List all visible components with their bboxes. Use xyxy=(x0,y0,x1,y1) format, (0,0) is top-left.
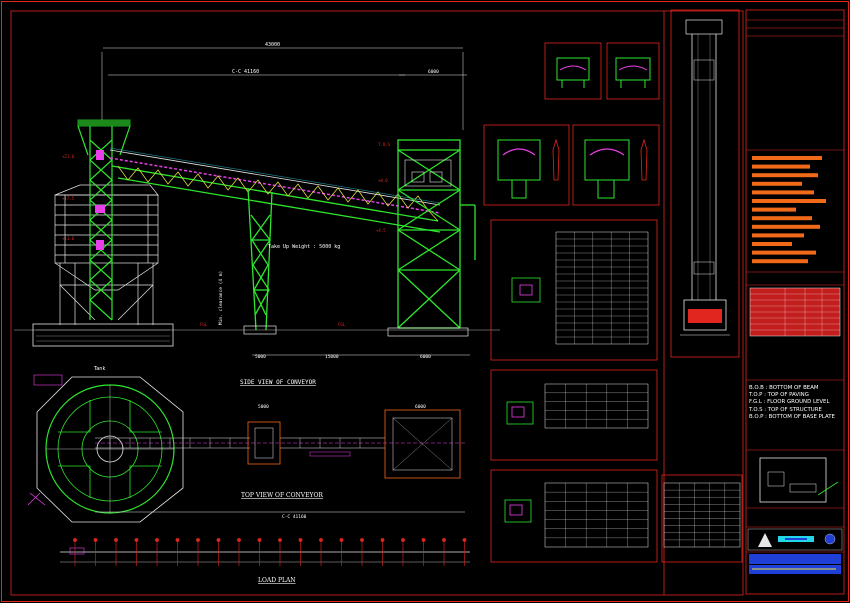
svg-text:43000: 43000 xyxy=(265,42,280,48)
section-aa xyxy=(544,42,602,100)
tail-tower xyxy=(397,139,476,329)
abbrev-top: T.O.P : TOP OF PAVING xyxy=(749,392,809,399)
svg-text:+21.0: +21.0 xyxy=(62,154,75,159)
top-view-title: TOP VIEW OF CONVEYOR xyxy=(241,492,323,499)
section-bb xyxy=(606,42,660,100)
svg-text:+4.5: +4.5 xyxy=(376,228,386,233)
svg-text:FGL: FGL xyxy=(200,322,208,327)
side-view: 43000 C-C 41160 6000 xyxy=(14,42,500,360)
tank-label: Tank xyxy=(93,366,105,372)
table-box-1 xyxy=(490,219,658,361)
abbrev-bob: B.O.B : BOTTOM OF BEAM xyxy=(749,385,819,391)
inner-border xyxy=(10,10,744,596)
logo-strip xyxy=(747,528,843,574)
svg-text:5000: 5000 xyxy=(258,404,269,410)
svg-text:+11.0: +11.0 xyxy=(62,236,75,241)
load-plan-title: LOAD PLAN xyxy=(258,577,296,584)
svg-text:Take Up Weight : 5000 kg: Take Up Weight : 5000 kg xyxy=(268,244,340,250)
side-view-title: SIDE VIEW OF CONVEYOR xyxy=(240,379,316,386)
general-notes xyxy=(752,156,826,264)
svg-text:+17.5: +17.5 xyxy=(62,196,75,201)
vertical-elevation xyxy=(670,9,740,358)
svg-text:5000: 5000 xyxy=(255,354,266,360)
north-arrow-icon xyxy=(27,492,46,506)
svg-text:Min. clearance (4 m): Min. clearance (4 m) xyxy=(218,271,224,325)
table-box-4 xyxy=(661,474,743,563)
svg-text:15000: 15000 xyxy=(325,354,339,360)
trestle xyxy=(247,187,273,331)
spec-box xyxy=(749,287,841,337)
table-box-2 xyxy=(490,369,658,461)
foundation xyxy=(32,323,174,347)
abbrev-bop: B.O.P : BOTTOM OF BASE PLATE xyxy=(749,413,835,420)
conveyor-gallery xyxy=(109,147,441,233)
key-plan xyxy=(759,457,839,503)
load-plan xyxy=(60,538,470,566)
svg-text:+8.0: +8.0 xyxy=(378,178,388,183)
title-block xyxy=(745,9,845,595)
triangle-logo-icon xyxy=(758,533,772,547)
svg-text:C-C 41160: C-C 41160 xyxy=(232,69,259,75)
svg-text:FGL: FGL xyxy=(338,322,346,327)
section-dd xyxy=(572,124,660,206)
svg-text:C-C 41160: C-C 41160 xyxy=(282,514,307,520)
head-tower xyxy=(77,119,131,321)
top-view xyxy=(95,409,465,513)
svg-text:6000: 6000 xyxy=(415,404,426,410)
svg-text:6000: 6000 xyxy=(428,69,439,75)
abbreviations-legend: B.O.B : BOTTOM OF BEAM T.O.P : TOP OF PA… xyxy=(749,385,845,421)
tank-plan xyxy=(36,376,184,523)
svg-text:6000: 6000 xyxy=(420,354,431,360)
abbrev-tos: T.O.S : TOP OF STRUCTURE xyxy=(749,406,822,413)
table-box-3 xyxy=(490,469,658,563)
section-cc xyxy=(483,124,570,206)
svg-text:T.O.S: T.O.S xyxy=(378,142,391,147)
abbrev-fgl: F.G.L : FLOOR GROUND LEVEL xyxy=(749,399,830,406)
